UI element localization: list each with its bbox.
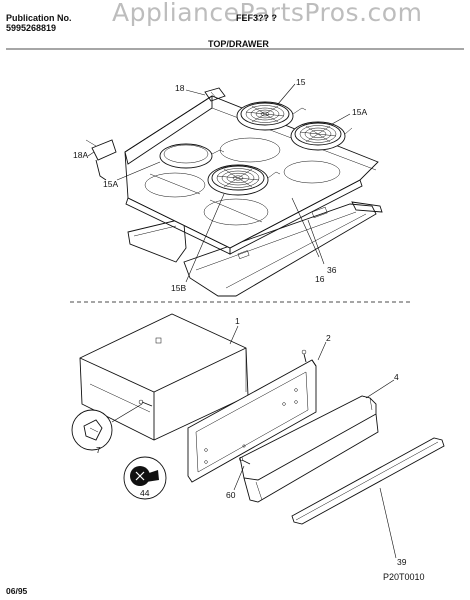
burner-element-15a-left xyxy=(159,143,213,169)
figure-code: P20T0010 xyxy=(383,572,425,582)
detail-circle-clip xyxy=(71,409,113,451)
footer-date: 06/95 xyxy=(6,586,28,596)
callout-18a: 18A xyxy=(73,150,89,160)
callout-1: 1 xyxy=(235,316,240,326)
callout-39: 39 xyxy=(397,557,407,567)
drawer-assembly xyxy=(71,313,445,559)
callout-18: 18 xyxy=(175,83,185,93)
burner-element-15b xyxy=(207,164,281,196)
callout-44: 44 xyxy=(140,488,150,498)
callout-36: 36 xyxy=(327,265,337,275)
callout-2: 2 xyxy=(326,333,331,343)
publication-label: Publication No. xyxy=(6,13,72,23)
burner-element-15 xyxy=(236,101,307,131)
cooktop-assembly xyxy=(85,83,383,297)
section-title: TOP/DRAWER xyxy=(208,39,269,49)
callout-7: 7 xyxy=(96,445,101,455)
callout-15: 15 xyxy=(296,77,306,87)
callout-4: 4 xyxy=(394,372,399,382)
receptacle-18 xyxy=(204,87,226,102)
receptacle-bracket-18a xyxy=(91,139,117,161)
callout-15a-left: 15A xyxy=(103,179,119,189)
callout-15a-right: 15A xyxy=(352,107,368,117)
callout-60: 60 xyxy=(226,490,236,500)
burner-element-15a-right xyxy=(290,121,353,151)
drawer-handle-39 xyxy=(291,437,445,525)
burner-box-pan xyxy=(127,219,187,263)
publication-number: 5995268819 xyxy=(6,23,57,33)
callout-16: 16 xyxy=(315,274,325,284)
callout-15b: 15B xyxy=(171,283,187,293)
model-number: FEF3?? ? xyxy=(236,13,277,23)
watermark: AppliancePartsPros.com xyxy=(112,0,423,27)
